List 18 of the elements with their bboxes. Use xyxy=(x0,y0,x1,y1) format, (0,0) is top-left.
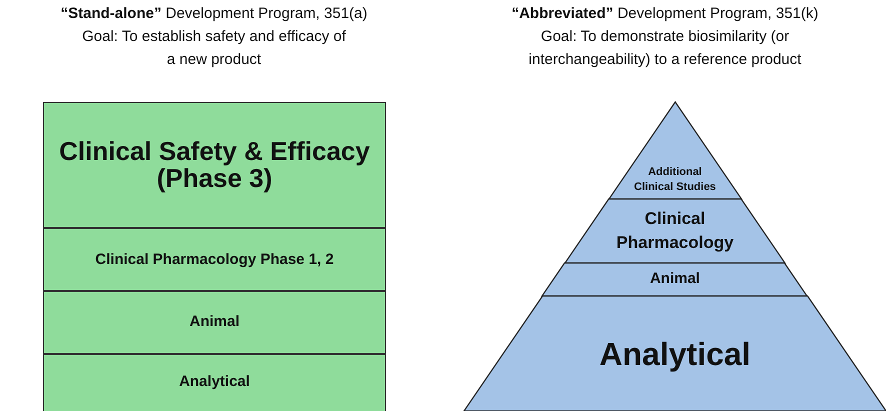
stack-box xyxy=(43,354,386,411)
pyramid-tier xyxy=(608,102,742,199)
stack-box xyxy=(43,291,386,354)
box-label: Analytical xyxy=(178,372,251,392)
heading-text: “Stand-alone” Development Program, 351(a) xyxy=(60,4,368,24)
stack-box xyxy=(43,228,386,291)
pyramid-tier xyxy=(565,199,785,263)
box-label: Clinical Pharmacology Phase 1, 2 xyxy=(94,250,335,270)
tier-label: Analytical xyxy=(599,334,751,374)
heading-text: Goal: To demonstrate biosimilarity (or interchangeability) to a reference product xyxy=(528,27,802,70)
heading-text: “Abbreviated” Development Program, 351(k) xyxy=(512,4,818,24)
box-label: Clinical Safety & Efficacy (Phase 3) xyxy=(58,138,371,192)
stack-box xyxy=(43,102,386,228)
box-label: Animal xyxy=(188,312,240,332)
tier-label: Clinical Pharmacology xyxy=(615,208,735,254)
tier-label: Animal xyxy=(650,269,700,290)
tier-label: Additional Clinical Studies xyxy=(633,164,717,194)
heading-text: Goal: To establish safety and efficacy of a new product xyxy=(81,27,347,70)
